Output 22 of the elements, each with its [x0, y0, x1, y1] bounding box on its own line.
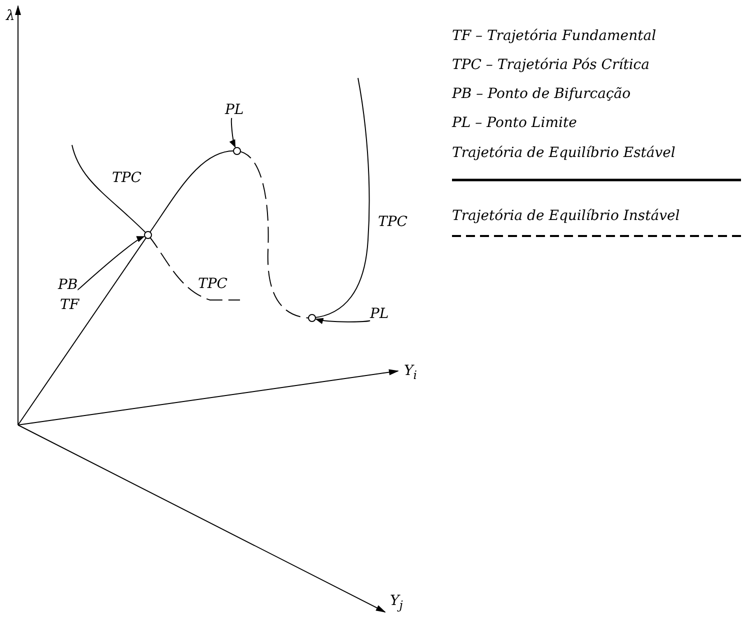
curve-label: TF [60, 297, 80, 313]
definition-text: TPC – Trajetória Pós Crítica [452, 57, 650, 73]
definition-text: TF – Trajetória Fundamental [452, 28, 656, 44]
leader-arrow [230, 118, 236, 148]
axis-label: λ [6, 8, 15, 24]
definition-text: PB – Ponto de Bifurcação [452, 86, 631, 102]
legend-text: Trajetória de Equilíbrio Instável [452, 208, 680, 224]
point-label: PL [225, 102, 244, 118]
point-marker [144, 231, 152, 239]
point-marker [308, 314, 316, 322]
curve-label: TPC [378, 214, 408, 230]
curve-label: TPC [198, 276, 228, 292]
curve-label: TPC [112, 170, 142, 186]
definition-text: PL – Ponto Limite [452, 115, 577, 131]
leader-arrow [315, 318, 370, 324]
leader-arrow [77, 236, 145, 290]
point-marker [233, 147, 241, 155]
axis-label: Y$_{i}$ [404, 363, 417, 383]
axis-label: Y$_{j}$ [390, 593, 403, 613]
point-label: PL [370, 306, 389, 322]
legend-text: Trajetória de Equilíbrio Estável [452, 145, 676, 161]
point-label: PB [58, 277, 78, 293]
